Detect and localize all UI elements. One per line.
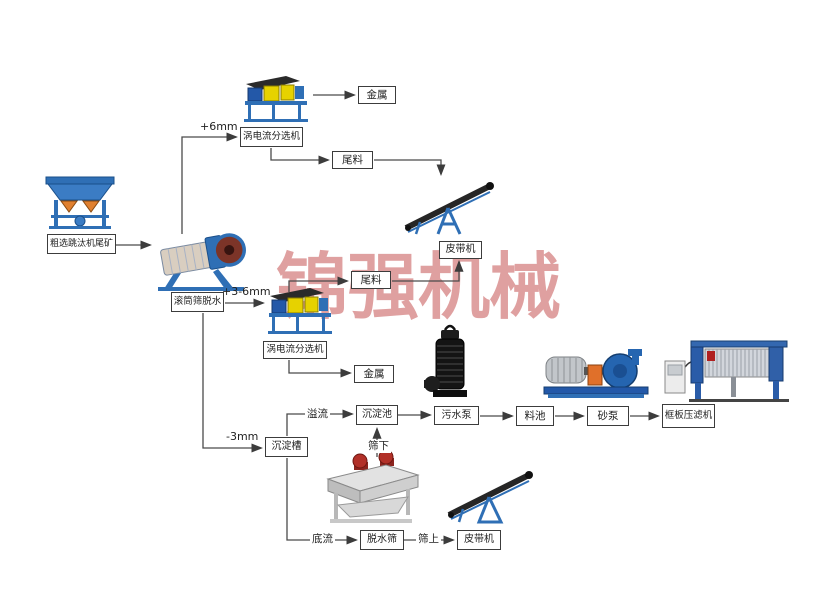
sand-pump-image xyxy=(543,349,649,398)
node-eddy-separator-mid: 涡电流分选机 xyxy=(263,341,327,359)
stream-label-plus3to6mm: +3-6mm xyxy=(222,285,271,298)
filter-press-image xyxy=(664,340,789,402)
eddy-current-separator-mid-image xyxy=(268,288,332,334)
node-eddy-separator-top: 涡电流分选机 xyxy=(240,127,303,147)
node-settling-pool: 沉淀池 xyxy=(356,405,398,425)
submersible-pump-image xyxy=(424,324,467,397)
node-metal-top: 金属 xyxy=(358,86,396,104)
stream-label-screen-overflow: 筛上 xyxy=(416,533,441,546)
jig-machine-image xyxy=(45,176,115,229)
stream-label-plus6mm: +6mm xyxy=(200,120,238,133)
node-belt-conveyor-top: 皮带机 xyxy=(439,241,482,259)
node-tailings-top: 尾料 xyxy=(332,151,373,169)
node-dewatering-screen: 脱水筛 xyxy=(360,530,404,550)
node-tailings-mid: 尾料 xyxy=(351,271,391,289)
node-belt-conveyor-bottom: 皮带机 xyxy=(457,530,501,550)
stream-label-overflow: 溢流 xyxy=(305,408,330,421)
node-filter-press: 框板压滤机 xyxy=(662,404,715,428)
dewatering-screen-machine-image xyxy=(326,449,420,523)
belt-conveyor-bottom-image xyxy=(447,471,533,524)
node-metal-mid: 金属 xyxy=(354,365,394,383)
stream-label-minus3mm: -3mm xyxy=(226,430,259,443)
node-sewage-pump: 污水泵 xyxy=(434,406,479,425)
stream-label-screen-underflow: 筛下 xyxy=(366,440,391,453)
stream-label-underflow: 底流 xyxy=(310,533,335,546)
drum-screen-machine-image xyxy=(158,233,246,291)
belt-conveyor-top-image xyxy=(404,182,494,235)
node-drum-screen: 滚筒筛脱水 xyxy=(171,292,224,312)
node-sand-pump: 砂泵 xyxy=(587,406,629,426)
node-source: 粗选跳汰机尾矿 xyxy=(47,234,116,254)
node-settling-trough: 沉淀槽 xyxy=(265,437,308,457)
node-material-pool: 料池 xyxy=(516,406,554,426)
eddy-current-separator-top-image xyxy=(244,76,308,122)
